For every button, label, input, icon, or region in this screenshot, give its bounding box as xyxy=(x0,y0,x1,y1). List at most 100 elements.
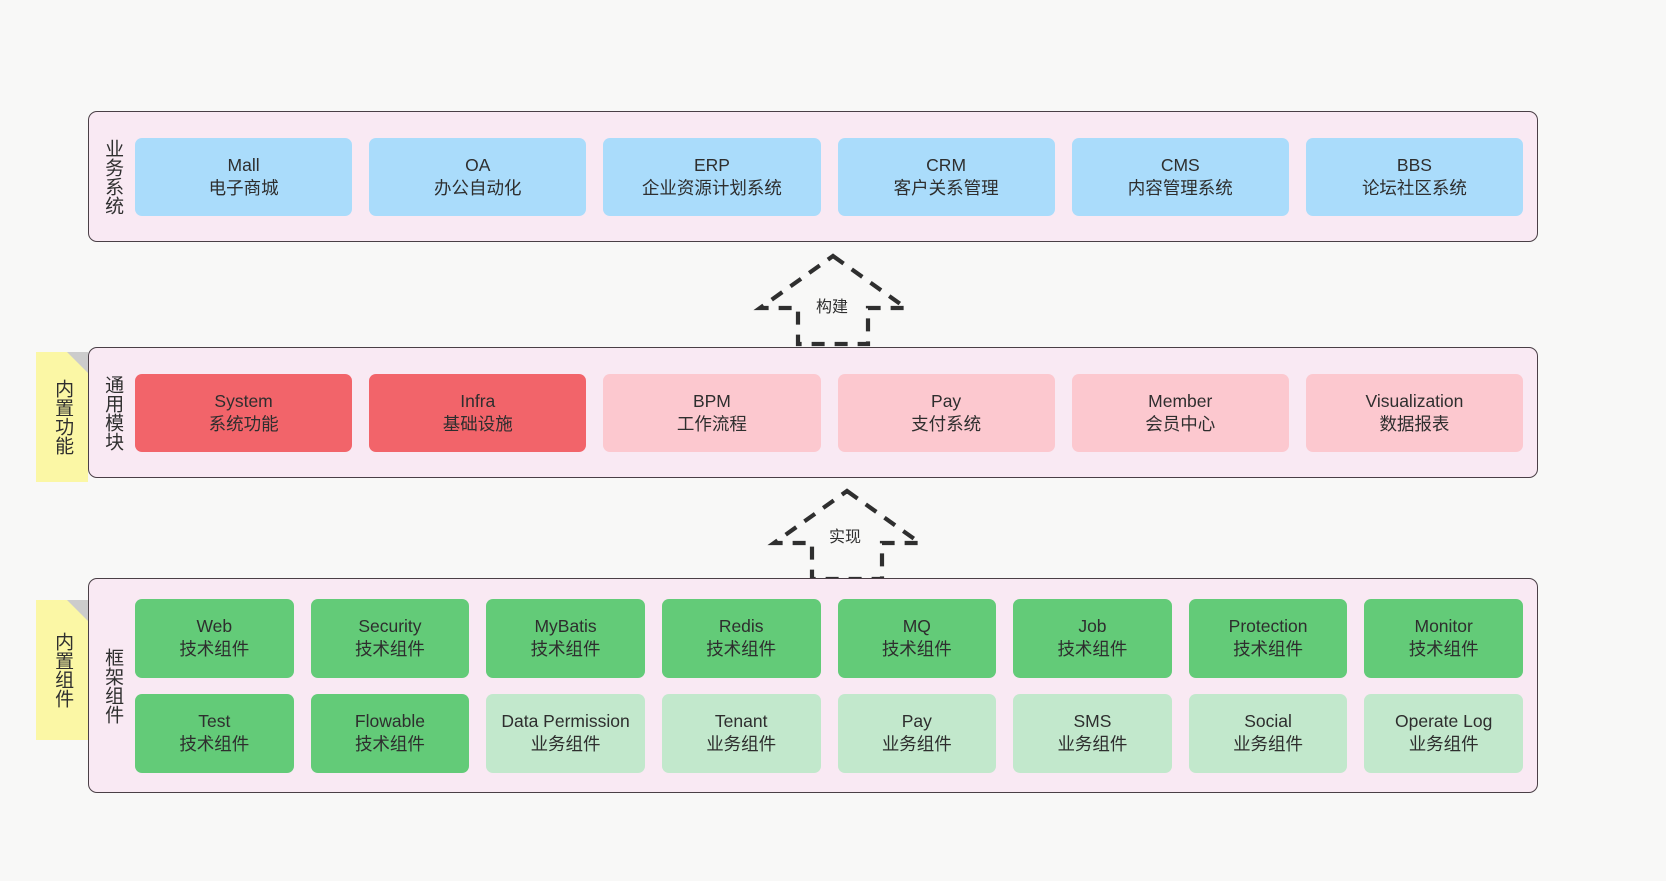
node-subtitle: 技术组件 xyxy=(179,639,250,659)
node-subtitle: 工作流程 xyxy=(676,413,747,434)
node-title: Operate Log xyxy=(1395,711,1493,732)
node-title: Member xyxy=(1148,390,1213,411)
node-subtitle: 数据报表 xyxy=(1379,413,1450,434)
node-title: Protection xyxy=(1228,616,1308,637)
node-title: CRM xyxy=(926,154,967,175)
node-social[interactable]: Social 业务组件 xyxy=(1188,693,1348,773)
node-title: Flowable xyxy=(354,711,425,732)
layer-framework-components: 框架组件 Web 技术组件 Security 技术组件 MyBatis 技术组件… xyxy=(88,578,1538,793)
node-erp[interactable]: ERP 企业资源计划系统 xyxy=(603,137,821,216)
layer-label-common-modules: 通用模块 xyxy=(102,374,124,451)
node-operate-log[interactable]: Operate Log 业务组件 xyxy=(1364,693,1523,773)
sticky-fold-corner-icon xyxy=(67,600,88,621)
node-subtitle: 技术组件 xyxy=(354,639,425,659)
node-title: SMS xyxy=(1073,711,1112,732)
node-row: Mall 电子商城 OA 办公自动化 ERP 企业资源计划系统 CRM 客户关系… xyxy=(135,137,1524,216)
node-subtitle: 业务组件 xyxy=(706,734,777,754)
node-subtitle: 系统功能 xyxy=(208,413,279,434)
node-title: Test xyxy=(198,711,231,732)
node-oa[interactable]: OA 办公自动化 xyxy=(369,137,587,216)
node-sms[interactable]: SMS 业务组件 xyxy=(1013,693,1172,773)
node-subtitle: 论坛社区系统 xyxy=(1361,177,1467,198)
node-title: System xyxy=(214,390,273,411)
node-title: Mall xyxy=(227,154,260,175)
node-data-permission[interactable]: Data Permission 业务组件 xyxy=(486,693,645,773)
node-member[interactable]: Member 会员中心 xyxy=(1071,373,1289,452)
node-subtitle: 技术组件 xyxy=(1057,639,1128,659)
node-subtitle: 技术组件 xyxy=(1233,639,1304,659)
node-title: ERP xyxy=(693,154,730,175)
node-title: Redis xyxy=(718,616,764,637)
node-protection[interactable]: Protection 技术组件 xyxy=(1188,598,1348,678)
node-redis[interactable]: Redis 技术组件 xyxy=(661,598,821,678)
node-job[interactable]: Job 技术组件 xyxy=(1013,598,1172,678)
node-test[interactable]: Test 技术组件 xyxy=(135,693,294,773)
node-security[interactable]: Security 技术组件 xyxy=(310,598,470,678)
node-title: Pay xyxy=(931,390,962,411)
node-title: Social xyxy=(1244,711,1292,732)
node-subtitle: 支付系统 xyxy=(911,413,982,434)
node-subtitle: 技术组件 xyxy=(881,639,952,659)
node-cms[interactable]: CMS 内容管理系统 xyxy=(1071,137,1289,216)
node-subtitle: 业务组件 xyxy=(1408,734,1479,754)
node-subtitle: 业务组件 xyxy=(1057,734,1128,754)
node-bpm[interactable]: BPM 工作流程 xyxy=(603,373,821,452)
node-subtitle: 技术组件 xyxy=(1408,639,1479,659)
layer-label-framework-components: 框架组件 xyxy=(102,647,124,724)
layer-body-business-systems: Mall 电子商城 OA 办公自动化 ERP 企业资源计划系统 CRM 客户关系… xyxy=(135,112,1537,241)
node-flowable[interactable]: Flowable 技术组件 xyxy=(310,693,470,773)
node-subtitle: 内容管理系统 xyxy=(1127,177,1233,198)
node-mall[interactable]: Mall 电子商城 xyxy=(135,137,353,216)
node-web[interactable]: Web 技术组件 xyxy=(135,598,294,678)
layer-label-business-systems: 业务系统 xyxy=(102,138,124,215)
node-crm[interactable]: CRM 客户关系管理 xyxy=(837,137,1055,216)
node-bbs[interactable]: BBS 论坛社区系统 xyxy=(1305,137,1524,216)
layer-common-modules: 通用模块 System 系统功能 Infra 基础设施 BPM 工作流程 Pay xyxy=(88,347,1538,478)
node-subtitle: 办公自动化 xyxy=(434,177,522,198)
sticky-note-builtin-features: 内置功能 xyxy=(36,352,88,482)
node-system[interactable]: System 系统功能 xyxy=(135,373,353,452)
relation-label-implement: 实现 xyxy=(827,523,864,547)
node-subtitle: 客户关系管理 xyxy=(893,177,999,198)
relation-label-build: 构建 xyxy=(814,293,851,317)
node-title: Data Permission xyxy=(501,711,630,732)
layer-body-common-modules: System 系统功能 Infra 基础设施 BPM 工作流程 Pay 支付系统… xyxy=(135,348,1537,477)
layer-business-systems: 业务系统 Mall 电子商城 OA 办公自动化 ERP 企业资源计划系统 CRM xyxy=(88,111,1538,242)
node-title: Web xyxy=(196,616,233,637)
node-subtitle: 技术组件 xyxy=(530,639,601,659)
node-subtitle: 电子商城 xyxy=(208,177,279,198)
node-title: Pay xyxy=(901,711,932,732)
node-title: MyBatis xyxy=(534,616,597,637)
node-subtitle: 技术组件 xyxy=(354,734,425,754)
node-monitor[interactable]: Monitor 技术组件 xyxy=(1364,598,1523,678)
relation-arrow-implement xyxy=(767,488,927,582)
node-mq[interactable]: MQ 技术组件 xyxy=(837,598,997,678)
node-title: BPM xyxy=(692,390,731,411)
node-subtitle: 业务组件 xyxy=(1233,734,1304,754)
node-row: Test 技术组件 Flowable 技术组件 Data Permission … xyxy=(135,693,1523,773)
node-infra[interactable]: Infra 基础设施 xyxy=(369,373,587,452)
node-row: Web 技术组件 Security 技术组件 MyBatis 技术组件 Redi… xyxy=(135,598,1523,678)
node-subtitle: 企业资源计划系统 xyxy=(641,177,782,198)
node-title: Infra xyxy=(460,390,496,411)
sticky-note-label: 内置组件 xyxy=(52,632,74,708)
node-tenant[interactable]: Tenant 业务组件 xyxy=(661,693,821,773)
node-subtitle: 技术组件 xyxy=(706,639,777,659)
node-title: BBS xyxy=(1396,154,1432,175)
node-title: Tenant xyxy=(714,711,768,732)
node-row: System 系统功能 Infra 基础设施 BPM 工作流程 Pay 支付系统… xyxy=(135,373,1524,452)
layer-body-framework-components: Web 技术组件 Security 技术组件 MyBatis 技术组件 Redi… xyxy=(135,579,1537,792)
node-title: CMS xyxy=(1160,154,1200,175)
node-subtitle: 技术组件 xyxy=(179,734,250,754)
node-subtitle: 业务组件 xyxy=(881,734,952,754)
sticky-note-label: 内置功能 xyxy=(52,379,74,455)
node-pay-component[interactable]: Pay 业务组件 xyxy=(837,693,997,773)
node-visualization[interactable]: Visualization 数据报表 xyxy=(1305,373,1524,452)
node-mybatis[interactable]: MyBatis 技术组件 xyxy=(486,598,645,678)
node-title: Monitor xyxy=(1414,616,1473,637)
relation-arrow-build xyxy=(753,253,913,347)
node-title: Job xyxy=(1078,616,1107,637)
sticky-note-builtin-components: 内置组件 xyxy=(36,600,88,740)
node-pay-module[interactable]: Pay 支付系统 xyxy=(837,373,1055,452)
